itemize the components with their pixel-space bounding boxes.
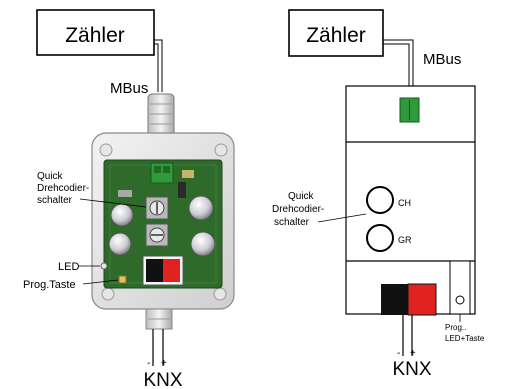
- right-prog-label-1: Prog..: [445, 323, 466, 332]
- right-rotary-label-1: Quick: [288, 191, 315, 202]
- left-meter-box: [36, 9, 155, 56]
- left-prog-button: [118, 275, 127, 284]
- right-prog-module: [449, 260, 471, 315]
- left-cable-gland-top: [147, 93, 175, 139]
- left-capacitor-bl: [108, 232, 132, 256]
- right-knx-terminal-black: [381, 284, 408, 315]
- left-device: Zähler MBus: [23, 9, 235, 389]
- right-prog-led-button: [455, 295, 465, 305]
- right-knx-label: KNX: [392, 359, 431, 380]
- right-rotary-switch-ch: [366, 186, 394, 214]
- right-ch-label: CH: [398, 198, 411, 208]
- left-rotary-switches: [145, 196, 169, 247]
- right-knx-terminal-red: [407, 283, 437, 316]
- left-capacitor-br: [190, 231, 216, 257]
- right-rotary-leader: [317, 213, 367, 223]
- left-rotary-label-2: Drehcodier-: [37, 183, 89, 194]
- left-led-label: LED: [58, 261, 79, 273]
- left-capacitor-tr: [188, 195, 214, 221]
- right-knx-plus: +: [410, 348, 416, 359]
- right-mbus-cable: [383, 39, 414, 98]
- left-housing-screw-br: [213, 287, 227, 301]
- left-housing-screw-tl: [99, 143, 113, 157]
- left-mbus-cable: [154, 39, 163, 92]
- right-rotary-label-2: Drehcodier-: [272, 204, 324, 215]
- left-rotary-leader: [79, 198, 147, 208]
- left-capacitor-tl: [110, 203, 134, 227]
- right-meter-label: Zähler: [306, 24, 366, 47]
- left-prog-leader: [82, 279, 119, 285]
- left-prog-label: Prog.Taste: [23, 279, 76, 291]
- left-rotary-label-3: schalter: [37, 195, 73, 206]
- right-rotary-switch-gr: [366, 224, 394, 252]
- left-knx-minus: -: [147, 358, 150, 369]
- right-rotary-label-3: schalter: [274, 217, 310, 228]
- right-prog-label-2: LED+Taste: [445, 334, 485, 343]
- right-device: Zähler MBus CH GR Prog.. LED+Taste -: [272, 9, 485, 380]
- left-housing-screw-tr: [214, 143, 228, 157]
- right-mbus-label: MBus: [423, 51, 461, 68]
- right-knx-minus: -: [397, 348, 400, 359]
- left-mbus-label: MBus: [110, 80, 148, 97]
- right-gr-label: GR: [398, 235, 412, 245]
- right-meter-box: [288, 9, 384, 57]
- left-rotary-label-1: Quick: [37, 171, 64, 182]
- left-knx-terminal-red: [163, 259, 180, 282]
- left-knx-plus: +: [161, 358, 167, 369]
- left-knx-terminal-black: [146, 259, 163, 282]
- left-led: [100, 262, 108, 270]
- left-knx-label: KNX: [143, 370, 182, 389]
- left-meter-label: Zähler: [65, 24, 125, 47]
- left-housing-screw-bl: [101, 287, 115, 301]
